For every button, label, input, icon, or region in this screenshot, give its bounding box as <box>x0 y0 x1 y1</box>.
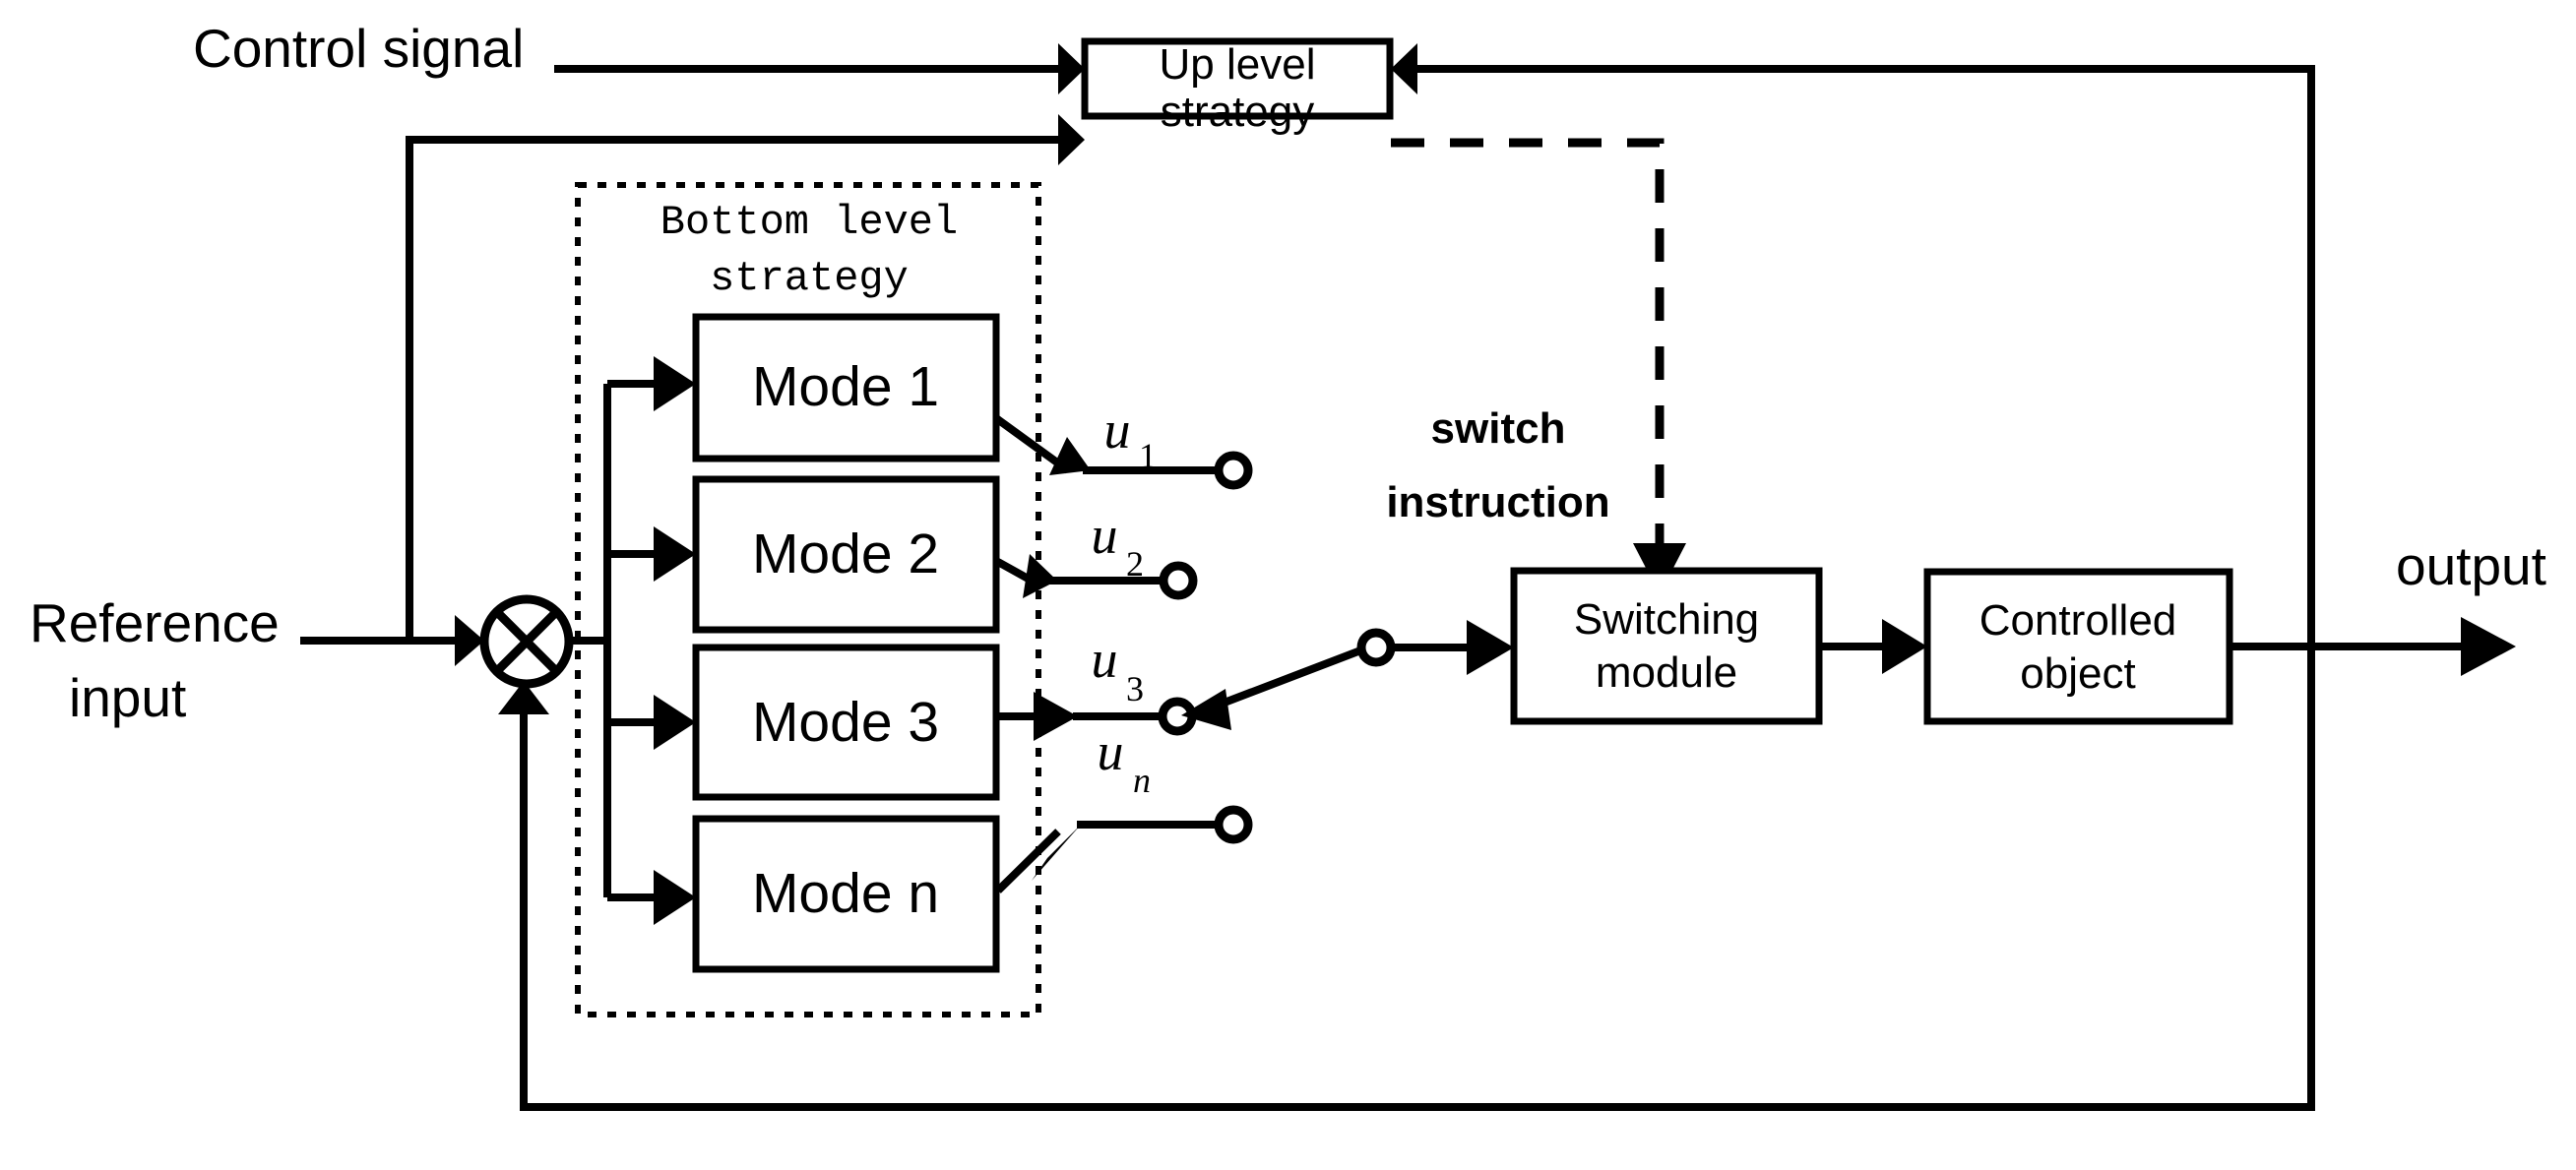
arrowhead-un <box>1032 825 1081 881</box>
signal-label-u3-sub: 3 <box>1126 669 1144 708</box>
controlled-object-label-line1: Controlled <box>1979 596 2177 645</box>
signal-label-u1-base: u <box>1104 400 1131 460</box>
arrowhead-switch-blade <box>1181 689 1231 730</box>
mode-3-label: Mode 3 <box>752 691 939 754</box>
terminal-node-u1[interactable] <box>1214 451 1253 490</box>
bottom-level-strategy-group <box>575 182 1041 1017</box>
signal-label-u2-sub: 2 <box>1126 544 1144 584</box>
controlled-object-label-line2: object <box>2020 649 2135 698</box>
wire-output-to-uplevel <box>1417 65 2315 647</box>
reference-input-label-line1: Reference <box>30 592 280 653</box>
arrowhead-object-input <box>1882 619 1927 674</box>
block-controlled-object[interactable] <box>1923 568 2233 725</box>
terminal-node-un[interactable] <box>1214 805 1253 844</box>
arrowhead-mode1-input <box>654 356 696 411</box>
mode-1-label: Mode 1 <box>752 355 939 418</box>
output-label: output <box>2396 535 2546 596</box>
arrowhead-mode2-input <box>654 526 696 582</box>
up-level-strategy-label-line2: strategy <box>1161 88 1315 136</box>
bottom-level-strategy-label-line2: strategy <box>710 255 909 302</box>
arrowhead-moden-input <box>654 870 696 925</box>
control-signal-label: Control signal <box>193 18 524 79</box>
arrowhead-reference-to-uplevel <box>1058 114 1085 165</box>
switch-instruction-label-line2: instruction <box>1386 478 1609 526</box>
arrowhead-switching-input <box>1467 620 1514 675</box>
switching-module-label-line1: Switching <box>1574 595 1759 644</box>
switch-pivot-node[interactable] <box>1356 628 1396 667</box>
block-up-level-strategy[interactable] <box>1081 37 1394 120</box>
switching-module-label-line2: module <box>1596 648 1737 697</box>
signal-label-u3-base: u <box>1092 630 1118 689</box>
arrowhead-u3 <box>1034 692 1078 741</box>
arrowhead-uplevel-feedback <box>1391 43 1417 94</box>
mode-2-label: Mode 2 <box>752 523 939 585</box>
wire-un-diagonal <box>995 829 1061 893</box>
block-mode-2[interactable] <box>692 475 1000 634</box>
signal-label-un-base: u <box>1098 722 1124 781</box>
up-level-strategy-label-line1: Up level <box>1160 40 1316 89</box>
terminal-node-u2[interactable] <box>1159 561 1198 600</box>
arrowhead-feedback-into-sum <box>498 681 549 714</box>
arrowhead-output <box>2461 617 2516 676</box>
wire-switch-instruction <box>1391 138 1665 546</box>
block-mode-n[interactable] <box>692 815 1000 973</box>
switch-instruction-label-line1: switch <box>1431 404 1566 453</box>
arrowhead-control-signal <box>1058 43 1085 94</box>
signal-label-u1-sub: 1 <box>1139 436 1157 475</box>
bottom-level-strategy-label-line1: Bottom level <box>660 199 958 246</box>
wire-u2-diagonal <box>994 557 1034 585</box>
wire-reference-to-uplevel <box>406 136 1058 641</box>
signal-label-u2-base: u <box>1092 506 1118 565</box>
block-mode-1[interactable] <box>692 313 1000 462</box>
arrowhead-reference-input <box>455 615 484 666</box>
reference-input-label-line2: input <box>69 667 186 728</box>
summing-junction-cross <box>493 608 560 675</box>
block-switching-module[interactable] <box>1510 567 1823 725</box>
block-mode-3[interactable] <box>692 644 1000 801</box>
wire-main-feedback <box>520 647 2315 1111</box>
signal-label-un-sub: n <box>1133 761 1151 800</box>
arrowhead-mode3-input <box>654 695 696 750</box>
arrowhead-u1 <box>1049 437 1091 475</box>
mode-n-label: Mode n <box>752 862 939 925</box>
